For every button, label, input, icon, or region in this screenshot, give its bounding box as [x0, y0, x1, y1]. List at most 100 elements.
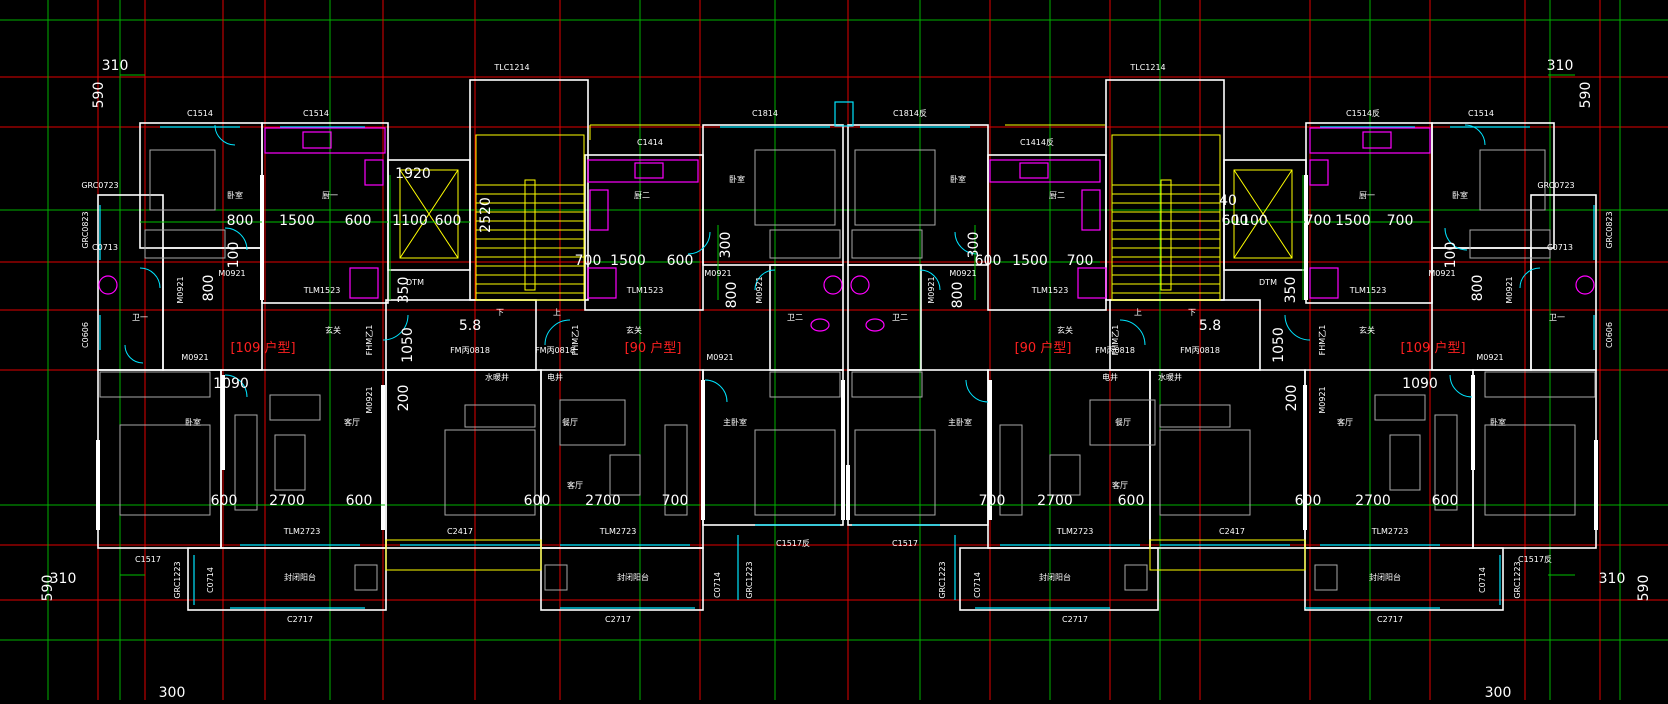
door-swing	[919, 269, 941, 291]
sofa	[664, 424, 688, 516]
opening-code: C1517反	[776, 538, 810, 548]
dimension-text: 1100	[1232, 213, 1268, 229]
dimension-text: 300	[159, 685, 186, 700]
dimension-text: 1500	[279, 213, 315, 229]
opening-code: C1517反	[1518, 554, 1552, 564]
kitchen-stove	[1309, 159, 1329, 186]
elevator-car	[399, 169, 459, 259]
dimension-text: 350	[396, 277, 412, 304]
kitchen-stove	[589, 189, 609, 231]
window	[834, 101, 854, 127]
dimension-text: 600	[1118, 493, 1145, 509]
dimension-text: 700	[979, 493, 1006, 509]
dimension-text: 600	[667, 253, 694, 269]
room-label: 餐厅	[562, 418, 578, 427]
room-label: 卫二	[787, 313, 803, 322]
wall-outline	[187, 547, 387, 611]
dimension-text: 1050	[1271, 327, 1287, 363]
door-swing	[1464, 124, 1486, 146]
dimension-text: 1920	[395, 166, 431, 182]
opening-code: C2717	[287, 615, 313, 624]
dimension-text: 310	[102, 58, 129, 74]
room-label: 卧室	[185, 417, 201, 427]
opening-code: C1814反	[893, 108, 927, 118]
room-label: 厨一	[1359, 191, 1375, 200]
dimension-text: 800	[227, 213, 254, 229]
opening-code: TLM2723	[283, 527, 321, 536]
opening-code: C2717	[605, 615, 631, 624]
opening-code: C0713	[1547, 243, 1573, 252]
wall-outline	[540, 547, 704, 611]
dining-table	[1089, 399, 1156, 446]
unit-type-labels: [109 户型][90 户型][90 户型][109 户型]	[230, 340, 1465, 356]
room-label: 卧室	[950, 174, 966, 184]
opening-code: C2717	[1377, 615, 1403, 624]
room-label: 厨二	[634, 191, 650, 200]
sofa	[234, 414, 258, 511]
dimension-text: 310	[1547, 58, 1574, 74]
dimension-text: 600	[345, 213, 372, 229]
dimension-text: 100	[226, 242, 242, 269]
room-label: 电井	[547, 372, 563, 382]
opening-code: C0714	[206, 567, 215, 593]
opening-code: C2417	[447, 527, 473, 536]
opening-code: FM丙0818	[450, 346, 490, 355]
opening-code: FHM乙1	[571, 325, 580, 356]
opening-code: GRC0723	[81, 181, 118, 190]
opening-code: GRC1223	[173, 561, 182, 598]
room-label: 封闭阳台	[284, 572, 316, 582]
appliance	[544, 564, 568, 591]
stair-outline	[1111, 134, 1221, 301]
stair-handrail	[524, 179, 536, 291]
room-labels: 卧室厨一厨二卧室卧室厨二厨一卧室卫一玄关玄关卫二卫二玄关玄关卫一水暖井电井电井水…	[132, 174, 1565, 582]
room-label: 卫一	[132, 313, 148, 322]
kitchen-stove	[364, 159, 384, 186]
door-swing	[544, 319, 571, 346]
opening-code: M0921	[706, 353, 733, 362]
opening-code: M0921	[176, 276, 185, 303]
opening-code: C0606	[81, 322, 90, 348]
opening-code: M0921	[1318, 386, 1327, 413]
wall-outline	[847, 264, 922, 371]
dimension-text: 700	[1067, 253, 1094, 269]
appliance	[1124, 564, 1148, 591]
kitchen-sink	[1362, 131, 1392, 149]
stair-treads	[476, 184, 584, 294]
opening-code: TLM1523	[626, 286, 664, 295]
dimension-text: 600	[1222, 213, 1249, 229]
wall-outline	[387, 159, 471, 271]
opening-code: TLM1523	[303, 286, 341, 295]
room-label: 卧室	[227, 190, 243, 200]
dimension-text: 100	[1443, 242, 1459, 269]
opening-code: C0606	[1605, 322, 1614, 348]
appliance	[1309, 267, 1339, 299]
bed	[854, 429, 936, 516]
room-label: 卫一	[1549, 313, 1565, 322]
dimension-text: 590	[40, 575, 56, 602]
room-label: 卧室	[729, 174, 745, 184]
dimension-text: 300	[966, 232, 982, 259]
dimension-text: 1500	[610, 253, 646, 269]
opening-code: TLC1214	[1129, 63, 1165, 72]
stair-outline	[589, 124, 1105, 140]
dimension-text: 800	[724, 282, 740, 309]
opening-code: FHM乙1	[1318, 325, 1327, 356]
kitchen-sink	[634, 162, 664, 179]
room-label: 封闭阳台	[617, 572, 649, 582]
unit-type-label: [90 户型]	[1015, 340, 1072, 356]
appliance	[1314, 564, 1338, 591]
dimension-text: 700	[1387, 213, 1414, 229]
opening-code: DTM	[1259, 278, 1277, 287]
kitchen-fixtures	[98, 127, 1595, 332]
opening-code: C0713	[92, 243, 118, 252]
bed	[119, 424, 211, 516]
sofa	[999, 424, 1023, 516]
door-swing	[224, 227, 248, 251]
opening-code: C0714	[1478, 567, 1487, 593]
dimension-text: 1500	[1335, 213, 1371, 229]
stair-treads	[1112, 184, 1220, 294]
dimension-text: 5.8	[459, 318, 481, 334]
dimension-text: 300	[1485, 685, 1512, 700]
